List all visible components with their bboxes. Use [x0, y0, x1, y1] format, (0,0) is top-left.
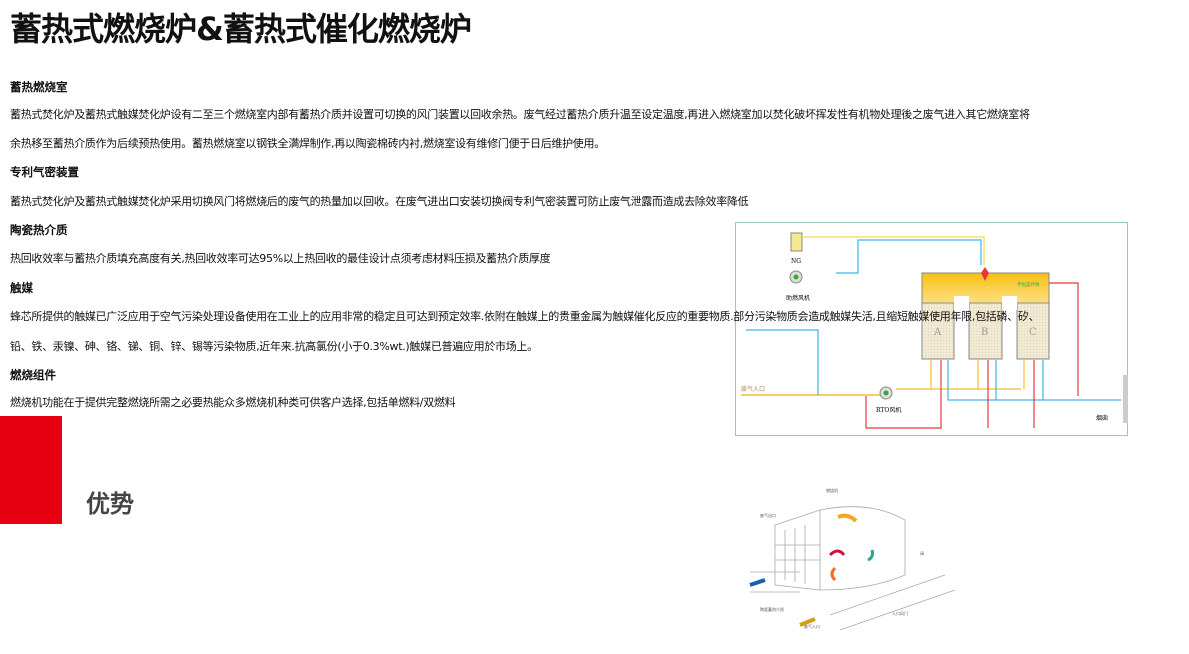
section-heading: 蓄热燃烧室 — [10, 80, 68, 94]
paragraph-line: 蜂芯所提供的触媒已广泛应用于空气污染处理设备使用在工业上的应用非常的稳定且可达到… — [10, 310, 1040, 323]
rto-fan-label: RTO风机 — [876, 406, 901, 414]
svg-text:A: A — [933, 327, 942, 338]
svg-text:废气入口: 废气入口 — [804, 623, 820, 629]
paragraph-line: 余热移至蓄热介质作为后续预热使用。蓄热燃烧室以钢铁全满焊制作,再以陶瓷棉砖内衬,… — [10, 137, 605, 150]
paragraph-line: 热回收效率与蓄热介质填充高度有关,热回收效率可达95%以上热回收的最佳设计点须考… — [10, 252, 551, 265]
accent-block — [0, 416, 62, 524]
rco-structure-diagram: 燃烧机 废气出口 阀 陶瓷蓄热介质 入口风门 废气入口 — [730, 480, 960, 631]
svg-text:C: C — [1029, 327, 1037, 338]
section-heading: 专利气密装置 — [10, 165, 79, 179]
svg-text:入口风门: 入口风门 — [892, 610, 908, 616]
inlet-label: 废气入口 — [741, 385, 765, 393]
paragraph-line: 蓄热式焚化炉及蓄热式触媒焚化炉设有二至三个燃烧室内部有蓄热介质并设置可切换的风门… — [10, 108, 1030, 121]
svg-text:阀: 阀 — [920, 550, 924, 556]
svg-text:废气出口: 废气出口 — [760, 512, 776, 518]
paragraph-line: 蓄热式焚化炉及蓄热式触媒焚化炉采用切换风门将燃烧后的废气的热量加以回收。在废气进… — [10, 195, 749, 208]
logo: 宇恒蓝环保 — [1017, 281, 1040, 288]
advantage-heading: 优势 — [86, 490, 134, 518]
section-heading: 燃烧组件 — [10, 368, 56, 382]
section-heading: 触媒 — [10, 281, 33, 295]
paragraph-line: 铅、铁、汞镍、砷、铬、锑、铜、锌、锡等污染物质,近年来.抗高氯份(小于0.3%w… — [10, 340, 538, 353]
ng-label: NG — [791, 258, 801, 265]
combustion-fan-label: 助燃风机 — [786, 294, 810, 302]
rto-process-diagram: NG 助燃风机 A B C 宇恒蓝环保 废气入口 RTO风机 烟囱 — [735, 222, 1128, 436]
section-heading: 陶瓷热介质 — [10, 223, 68, 237]
svg-text:B: B — [981, 327, 988, 338]
svg-text:燃烧机: 燃烧机 — [826, 487, 838, 493]
chimney-label: 烟囱 — [1096, 414, 1108, 422]
paragraph-line: 燃烧机功能在于提供完整燃烧所需之必要热能众多燃烧机种类可供客户选择,包括单燃料/… — [10, 396, 456, 409]
page-title: 蓄热式燃烧炉&蓄热式催化燃烧炉 — [10, 10, 472, 48]
svg-text:陶瓷蓄热介质: 陶瓷蓄热介质 — [760, 606, 784, 612]
